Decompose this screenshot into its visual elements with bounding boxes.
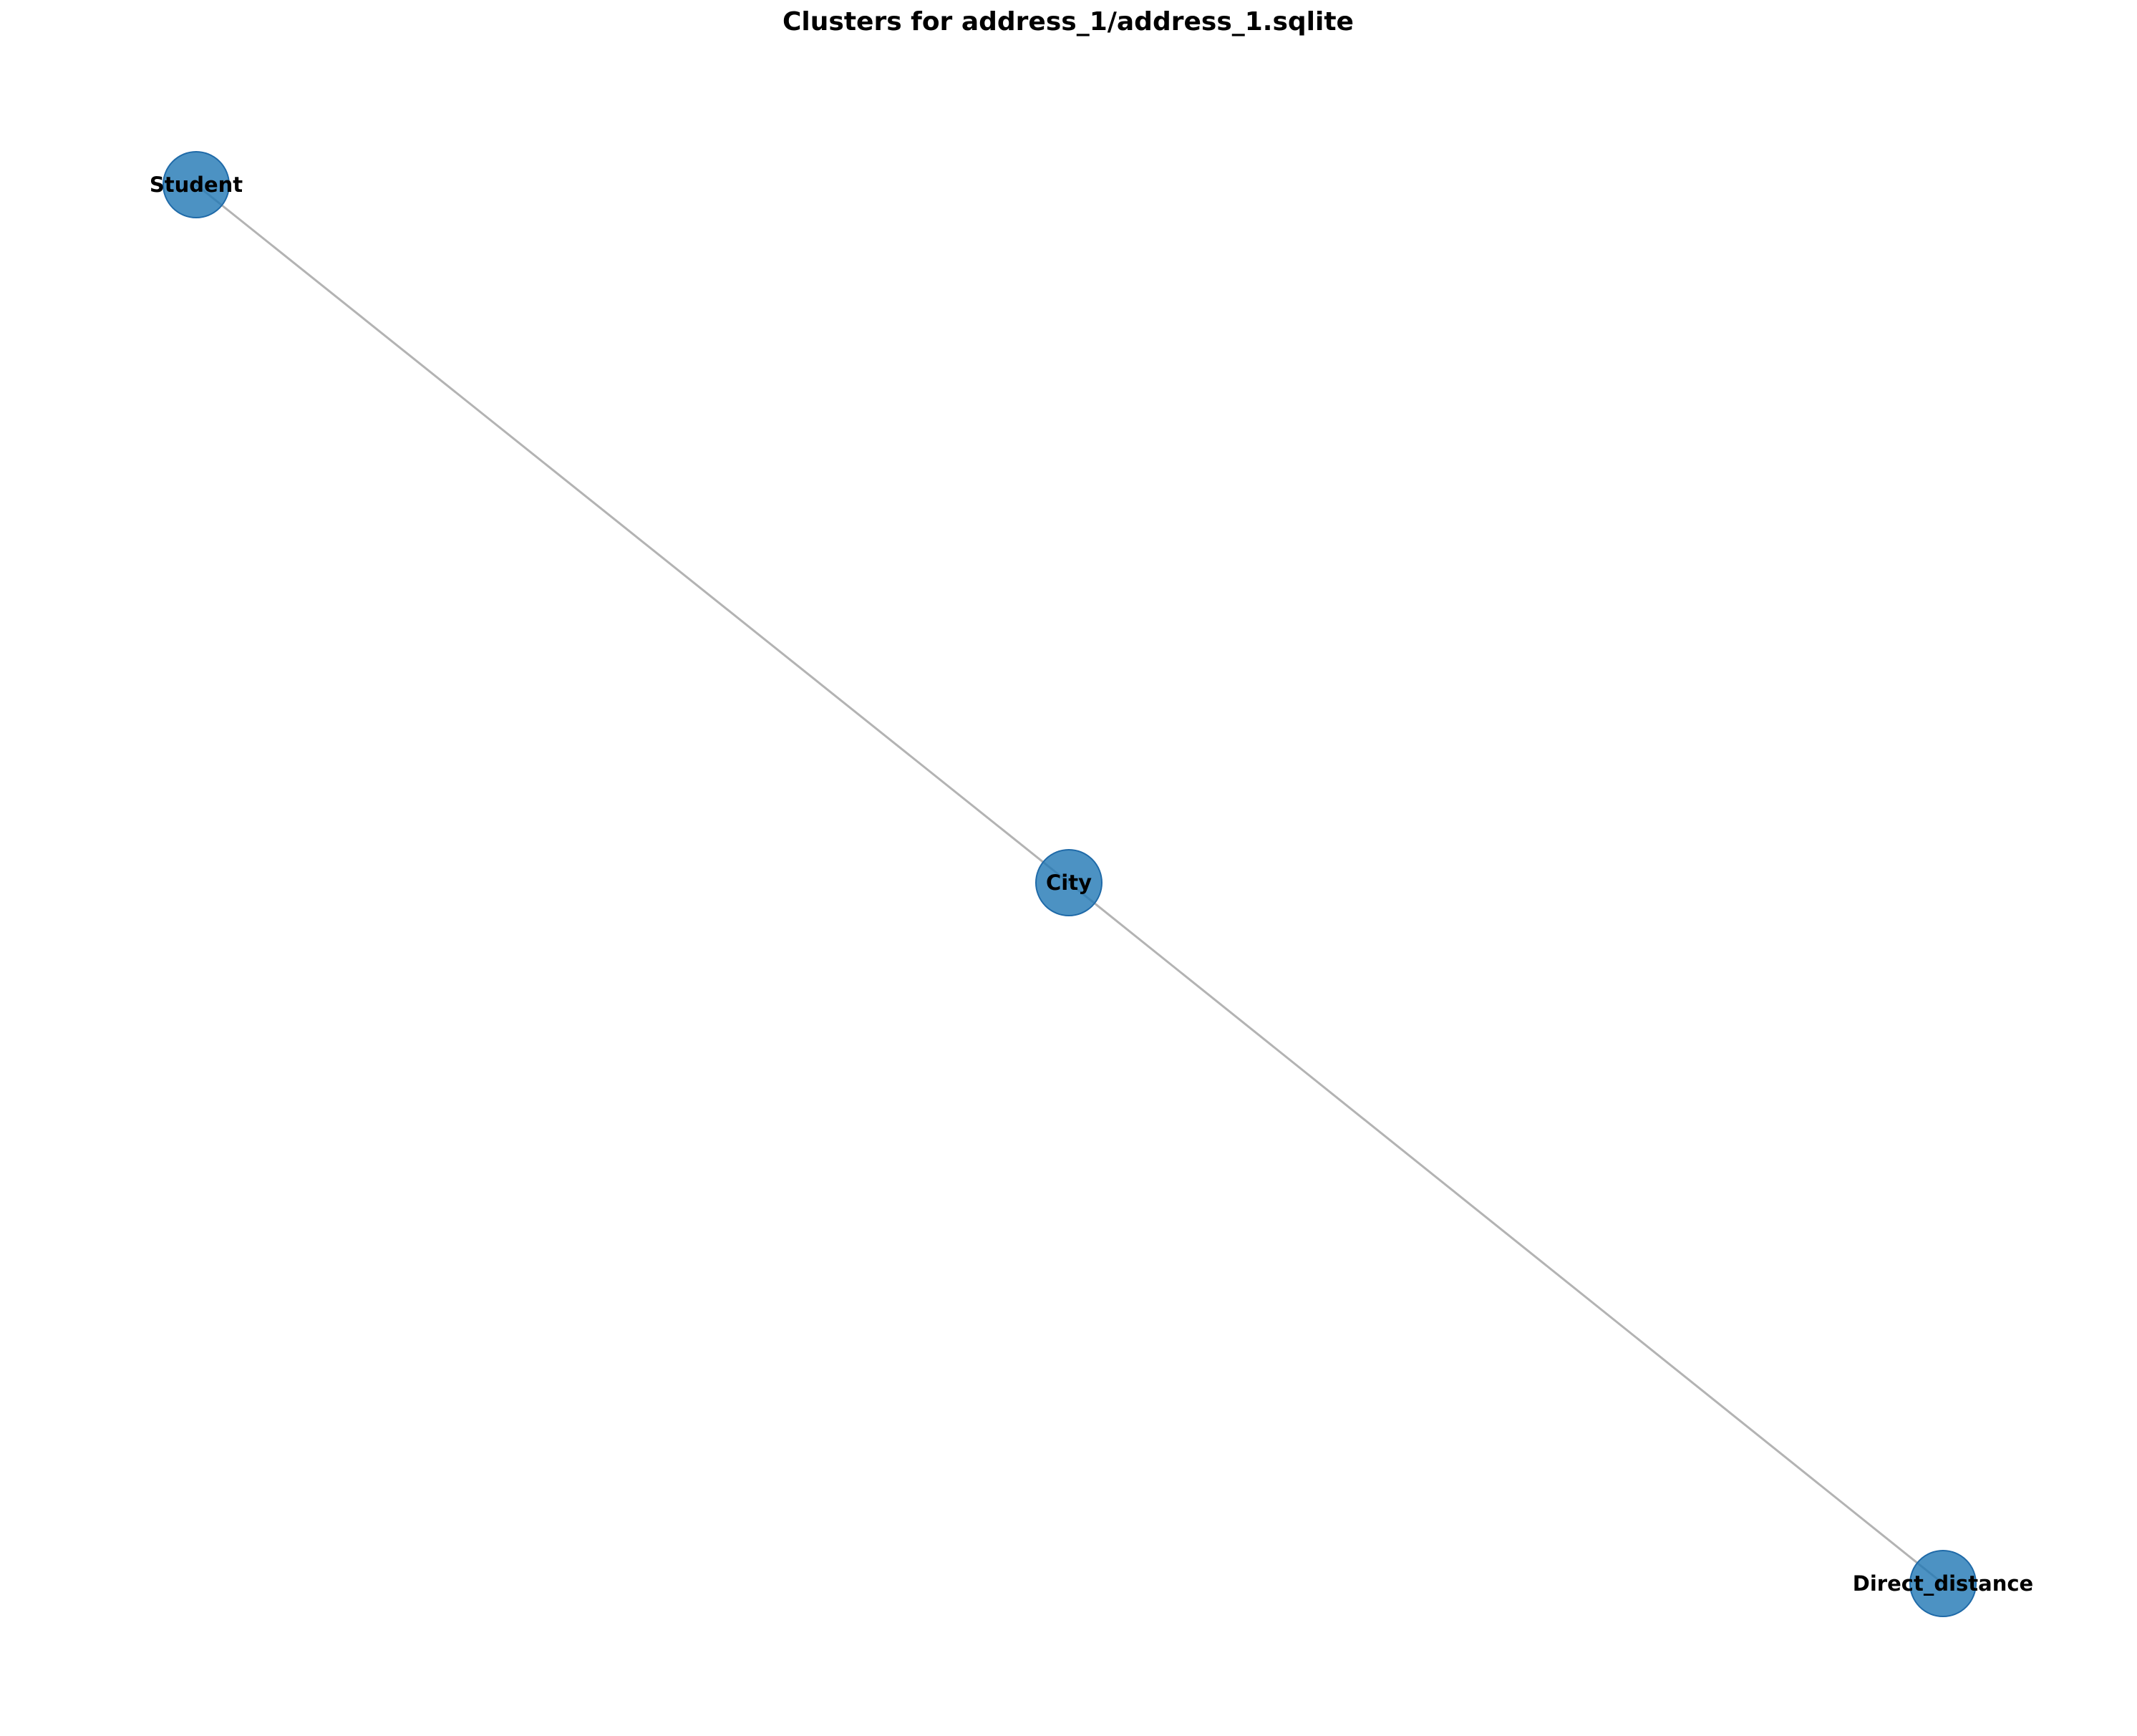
edge-city-direct_distance	[1068, 881, 1944, 1585]
node-circle-student[interactable]	[163, 151, 230, 218]
node-circle-city[interactable]	[1035, 849, 1103, 916]
node-city[interactable]: City	[1035, 849, 1103, 916]
edge-student-city	[195, 183, 1070, 884]
node-label-city: City	[1046, 871, 1092, 895]
node-circle-direct_distance[interactable]	[1909, 1550, 1977, 1617]
edges-layer	[195, 183, 1944, 1585]
node-direct_distance[interactable]: Direct_distance	[1853, 1550, 2033, 1617]
node-label-student: Student	[150, 173, 243, 197]
chart-title: Clusters for address_1/address_1.sqlite	[782, 7, 1354, 37]
node-student[interactable]: Student	[150, 151, 243, 218]
node-label-direct_distance: Direct_distance	[1853, 1571, 2033, 1596]
